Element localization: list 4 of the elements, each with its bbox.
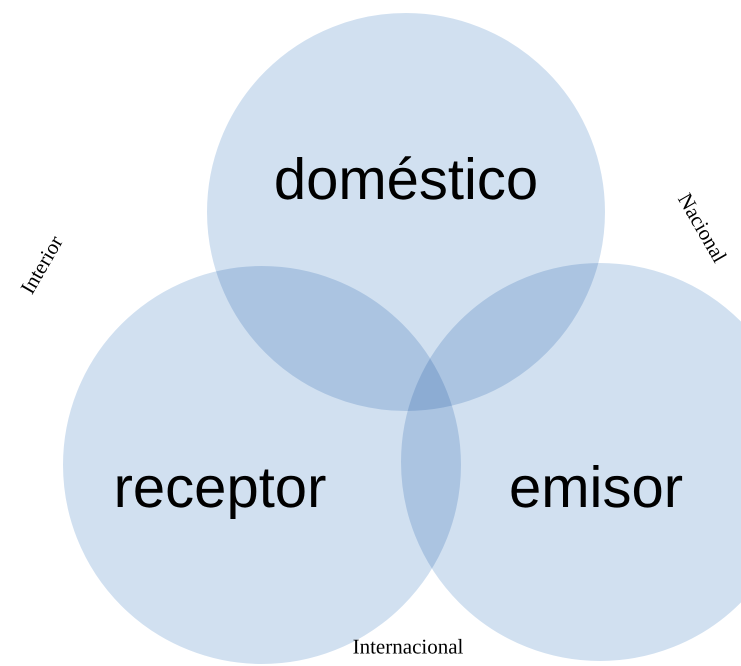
circle-label: doméstico [274, 151, 538, 209]
region-label: Internacional [352, 636, 464, 658]
circle-label: receptor [114, 459, 326, 517]
circle-label: emisor [508, 459, 684, 517]
